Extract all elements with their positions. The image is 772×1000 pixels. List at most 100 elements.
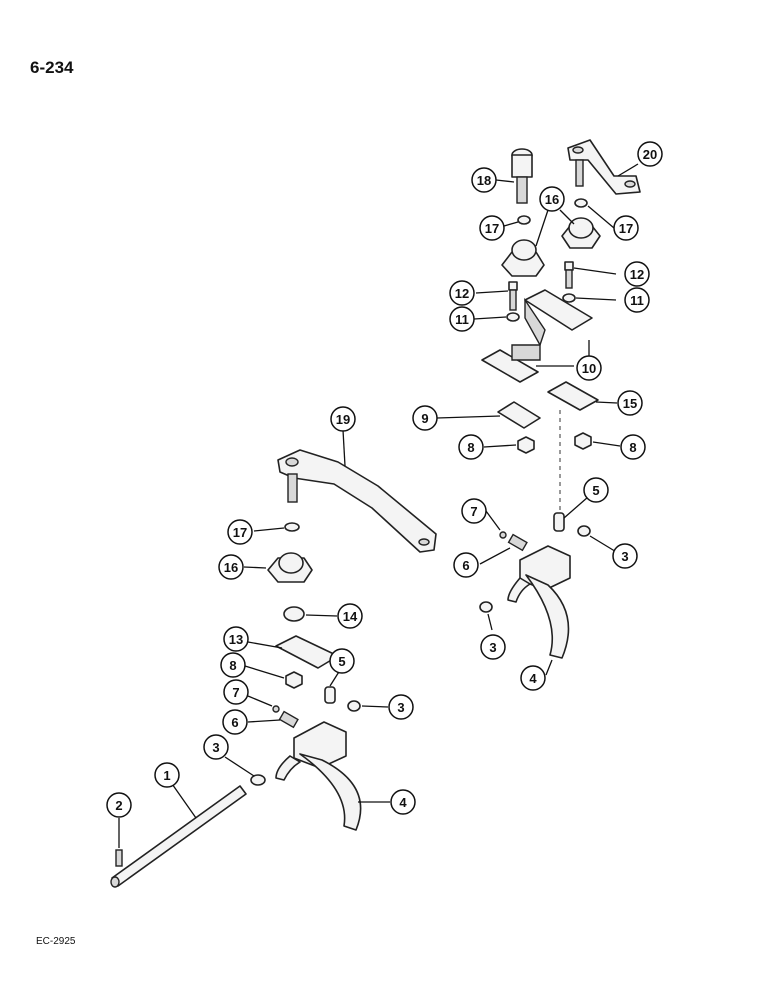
bushing-part [501,239,545,277]
callout-1: 1 [154,762,180,788]
callout-15: 15 [617,390,643,416]
small-lever-part [567,139,641,195]
shift-fork-part [275,721,362,831]
bolt-part [564,261,574,289]
spring-part [507,533,528,552]
spacer-part [283,606,305,622]
page-number: 6-234 [30,58,74,77]
o-ring-part [574,198,588,208]
callout-label: 17 [485,221,499,236]
spring-part [278,710,299,729]
callout-label: 14 [343,609,358,624]
callout-label: 9 [421,411,428,426]
callout-label: 5 [338,654,345,669]
long-lever-part [277,449,437,553]
callout-8c: 8 [220,652,246,678]
bracket-part [481,289,593,383]
callout-label: 19 [336,412,350,427]
callout-label: 6 [231,715,238,730]
pivot-pin-part [511,148,533,204]
callout-label: 7 [470,504,477,519]
nut-part [574,432,592,450]
callout-label: 12 [630,267,644,282]
callout-label: 8 [467,440,474,455]
callout-label: 7 [232,685,239,700]
callout-5a: 5 [583,477,609,503]
detent-pin-part [553,512,565,532]
callout-label: 4 [399,795,407,810]
o-ring-part [517,215,531,225]
callout-12b: 12 [624,261,650,287]
callout-19: 19 [330,406,356,432]
callout-label: 11 [630,293,644,308]
callout-9: 9 [412,405,438,431]
washer-part [250,774,266,786]
washer-part [506,312,520,322]
nut-part [285,671,303,689]
callout-label: 3 [212,740,219,755]
callout-label: 11 [455,312,469,327]
callout-label: 12 [455,286,469,301]
shift-fork-part [507,545,571,659]
callout-20: 20 [637,141,663,167]
callout-16a: 16 [539,186,565,212]
callout-8b: 8 [620,434,646,460]
bushing-part [267,552,313,583]
callout-17c: 17 [227,519,253,545]
callout-13: 13 [223,626,249,652]
callout-6b: 6 [222,709,248,735]
callout-label: 5 [592,483,599,498]
plate-part [497,401,541,429]
callout-4a: 4 [520,665,546,691]
callout-label: 8 [229,658,236,673]
washer-part [562,293,576,303]
callout-18: 18 [471,167,497,193]
callout-8a: 8 [458,434,484,460]
shift-rod-part [110,785,247,888]
callout-16b: 16 [218,554,244,580]
nut-part [517,436,535,454]
callout-14: 14 [337,603,363,629]
callout-7b: 7 [223,679,249,705]
callout-12a: 12 [449,280,475,306]
callout-label: 2 [115,798,122,813]
callout-label: 6 [462,558,469,573]
callout-3d: 3 [203,734,229,760]
callout-17b: 17 [613,215,639,241]
plate-part [275,635,339,669]
detent-pin-part [324,686,336,704]
roll-pin-part [115,849,123,867]
callout-label: 3 [621,549,628,564]
callout-10: 10 [576,355,602,381]
callout-11a: 11 [449,306,475,332]
callout-17a: 17 [479,215,505,241]
callout-label: 18 [477,173,491,188]
callout-label: 8 [629,440,636,455]
o-ring-part [284,522,300,532]
washer-part [347,700,361,712]
callout-3a: 3 [612,543,638,569]
callout-label: 15 [623,396,637,411]
callout-6a: 6 [453,552,479,578]
callout-label: 4 [529,671,537,686]
callout-4b: 4 [390,789,416,815]
bolt-part [508,281,518,311]
callout-label: 3 [489,640,496,655]
callout-label: 16 [545,192,559,207]
callout-label: 3 [397,700,404,715]
callout-label: 13 [229,632,243,647]
callout-label: 20 [643,147,657,162]
plate-part [547,381,599,411]
washer-part [479,601,493,613]
washer-part [577,525,591,537]
callout-label: 17 [233,525,247,540]
callout-label: 17 [619,221,633,236]
callout-label: 1 [163,768,170,783]
detent-ball-part [272,705,280,713]
callout-5b: 5 [329,648,355,674]
callout-11b: 11 [624,287,650,313]
callout-2: 2 [106,792,132,818]
callout-3c: 3 [388,694,414,720]
callout-3b: 3 [480,634,506,660]
